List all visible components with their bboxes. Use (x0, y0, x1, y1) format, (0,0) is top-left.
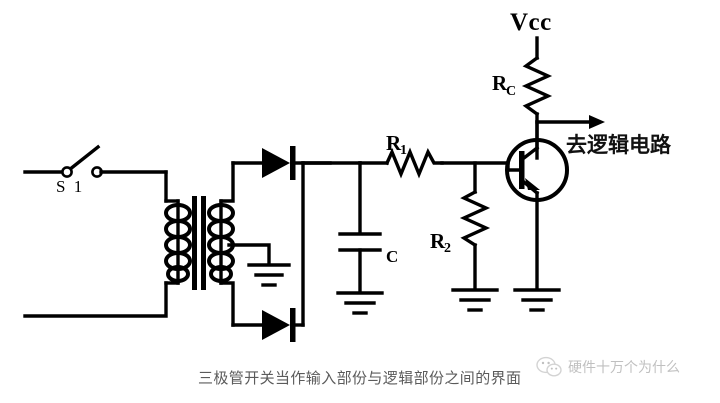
ground-transformer (247, 263, 291, 287)
watermark: 硬件十万个为什么 (536, 356, 680, 378)
switch-label: S 1 (56, 177, 84, 196)
wechat-icon (536, 356, 562, 378)
vcc-label: Vcc (510, 9, 552, 36)
output-label: 去逻辑电路 (566, 133, 672, 157)
watermark-text: 硬件十万个为什么 (568, 360, 680, 376)
r2-label-main: R (430, 229, 446, 253)
r1-label-main: R (386, 131, 402, 155)
output-arrow (535, 115, 605, 129)
core-bar-right (201, 196, 206, 290)
secondary-bottom-tap (219, 281, 235, 327)
rc-label-main: R (492, 71, 508, 95)
capacitor-label: C (386, 247, 398, 266)
switch-terminal-left (61, 166, 73, 178)
ground-r2 (451, 288, 499, 312)
diagram-caption: 三极管开关当作输入部份与逻辑部份之间的界面 (198, 369, 522, 387)
r2-zigzag (459, 189, 491, 248)
output-arrowhead (589, 115, 605, 129)
primary-bottom-wire (23, 281, 168, 318)
r2-label-sub: 2 (444, 241, 451, 256)
resistor-r2 (459, 161, 491, 290)
ground-emitter (513, 288, 561, 312)
rc-zigzag (521, 55, 553, 117)
resistor-r1 (384, 147, 444, 179)
d1-triangle (262, 148, 290, 178)
r1-label-sub: 1 (400, 143, 407, 158)
transformer-t1 (164, 161, 271, 327)
transistor-emitter-arrow (525, 178, 540, 190)
capacitor-c (338, 161, 382, 293)
secondary-center-tap (227, 243, 271, 264)
r2-label: R 2 (430, 229, 451, 256)
transistor-q1 (505, 120, 569, 290)
secondary-top-tap (219, 161, 235, 203)
rc-label: R C (492, 71, 516, 99)
r1-label: R 1 (386, 131, 407, 158)
ground-capacitor (336, 291, 384, 315)
diode-d2 (231, 308, 305, 342)
transistor-collector-lead (521, 145, 540, 161)
core-bar-left (192, 196, 197, 290)
d2-triangle (262, 310, 290, 340)
primary-coil (164, 199, 192, 285)
switch-s1 (23, 144, 168, 178)
rc-label-sub: C (506, 84, 516, 99)
switch-blade (66, 144, 101, 173)
secondary-coil (207, 199, 235, 285)
